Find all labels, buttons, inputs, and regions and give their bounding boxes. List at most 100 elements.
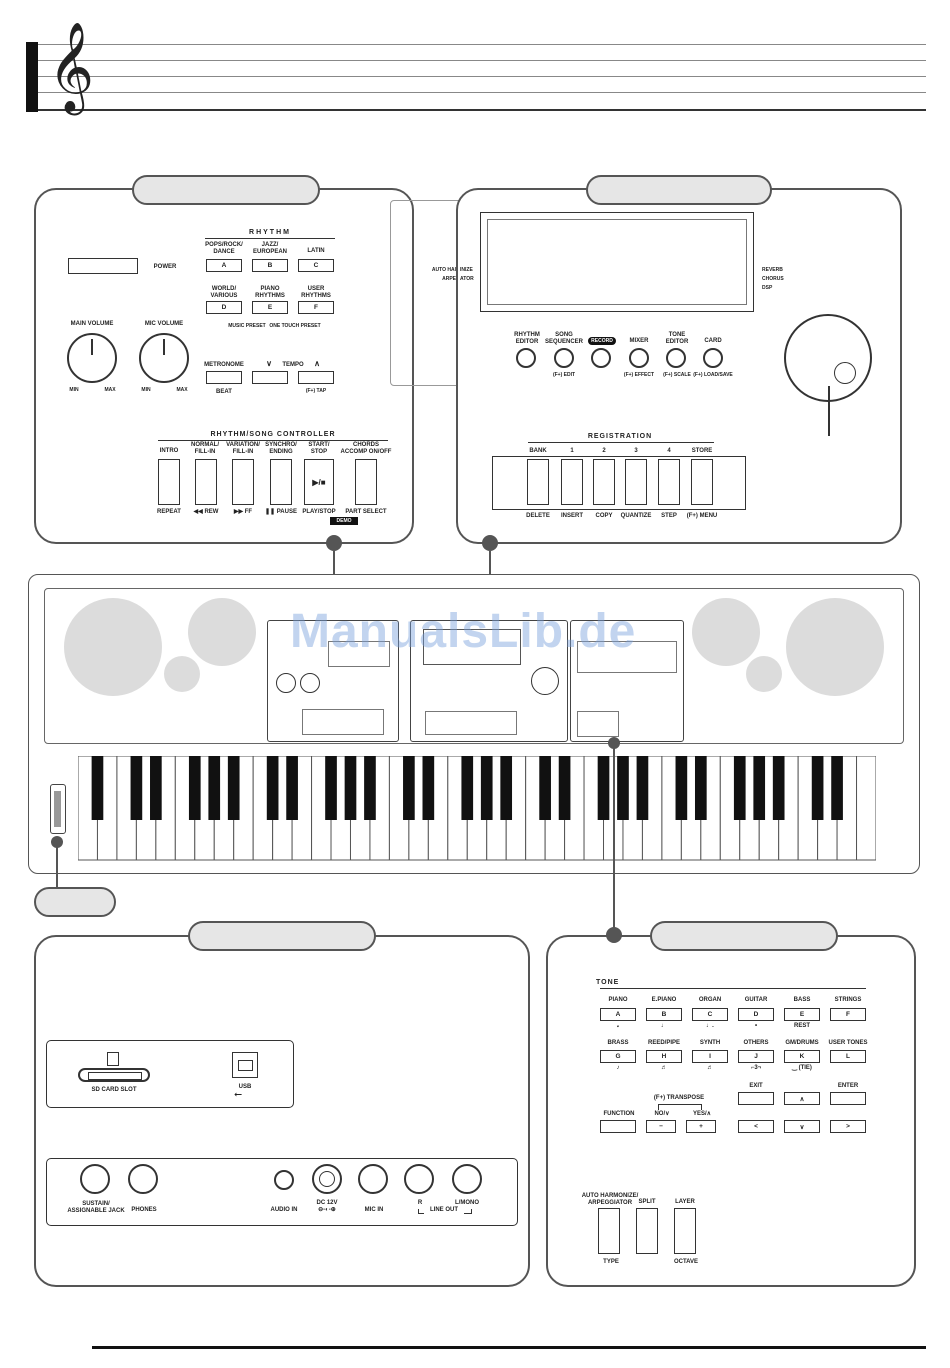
jack-label: MIC IN <box>364 1207 384 1213</box>
no-button[interactable]: − <box>646 1120 676 1133</box>
knob-button-sublabel: (F+) EFFECT <box>623 372 655 378</box>
tone-label: GUITAR <box>744 997 768 1003</box>
watermark: ManualsLib.de <box>290 605 637 658</box>
sustain-jack[interactable] <box>80 1164 110 1194</box>
yes-button[interactable]: + <box>686 1120 716 1133</box>
layer-button[interactable] <box>674 1208 696 1254</box>
black-key <box>364 756 376 820</box>
usb-port[interactable] <box>232 1052 258 1078</box>
metronome-button[interactable] <box>206 371 242 384</box>
bank-button[interactable] <box>527 459 549 505</box>
variation-fill-in-button[interactable] <box>232 459 254 505</box>
tone-g-button[interactable]: G <box>600 1050 636 1063</box>
controller-bottom-label: ▶▶ FF <box>233 509 253 515</box>
audio-in-jack[interactable] <box>274 1170 294 1190</box>
rhythm-editor-button[interactable] <box>516 348 536 368</box>
tone-b-button[interactable]: B <box>646 1008 682 1021</box>
pitch-bend-wheel[interactable] <box>50 784 66 834</box>
knob-button-label: SONG SEQUENCER <box>544 332 583 345</box>
display-left-label-cont: ATOR <box>460 276 474 282</box>
tone-label: GM/DRUMS <box>785 1040 819 1046</box>
lcd-display <box>480 212 754 312</box>
main-volume-knob[interactable] <box>67 333 117 383</box>
footer-rule <box>92 1346 926 1349</box>
dc-12v-jack[interactable] <box>312 1164 342 1194</box>
registration-top-label: 2 <box>602 448 606 454</box>
category-label: PIANO RHYTHMS <box>255 286 285 299</box>
record-button[interactable] <box>591 348 611 368</box>
tone-c-button[interactable]: C <box>692 1008 728 1021</box>
enter-button[interactable] <box>830 1092 866 1105</box>
knob-button-sublabel: (F+) SCALE <box>663 372 691 378</box>
left-button[interactable]: < <box>738 1120 774 1133</box>
start-stop-button[interactable]: ▶/■ <box>304 459 334 505</box>
black-key <box>130 756 143 820</box>
staff-line <box>38 44 926 45</box>
chords-accomp-button[interactable] <box>355 459 377 505</box>
split-button[interactable] <box>636 1208 658 1254</box>
rhythm-header-rule <box>205 238 335 239</box>
category-d-button[interactable]: D <box>206 301 242 314</box>
category-a-button[interactable]: A <box>206 259 242 272</box>
registration-top-label: 3 <box>634 448 638 454</box>
tempo-down-button[interactable] <box>252 371 288 384</box>
tone-i-button[interactable]: I <box>692 1050 728 1063</box>
tone-e-button[interactable]: E <box>784 1008 820 1021</box>
line-out-r-jack[interactable] <box>404 1164 434 1194</box>
registration-2-button[interactable] <box>593 459 615 505</box>
tone-f-button[interactable]: F <box>830 1008 866 1021</box>
speaker-right-large <box>786 598 884 696</box>
normal-fill-in-button[interactable] <box>195 459 217 505</box>
function-label: FUNCTION <box>603 1111 635 1117</box>
mic-in-jack[interactable] <box>358 1164 388 1194</box>
tone-l-button[interactable]: L <box>830 1050 866 1063</box>
mic-volume-knob[interactable] <box>139 333 189 383</box>
category-e-button[interactable]: E <box>252 301 288 314</box>
demo-badge: DEMO <box>330 517 358 525</box>
line-out-l-jack[interactable] <box>452 1164 482 1194</box>
registration-3-button[interactable] <box>625 459 647 505</box>
controller-top-label: CHORDS ACCOMP ON/OFF <box>340 442 392 455</box>
tone-a-button[interactable]: A <box>600 1008 636 1021</box>
exit-button[interactable] <box>738 1092 774 1105</box>
black-key <box>675 756 688 820</box>
power-button[interactable] <box>68 258 138 274</box>
tone-d-button[interactable]: D <box>738 1008 774 1021</box>
mini-display-panel <box>410 620 568 742</box>
controller-bottom-label: PLAY/STOP <box>302 509 336 515</box>
song-sequencer-button[interactable] <box>554 348 574 368</box>
up-button[interactable]: ∧ <box>784 1092 820 1105</box>
tone-h-button[interactable]: H <box>646 1050 682 1063</box>
category-f-button[interactable]: F <box>298 301 334 314</box>
callout-dot <box>482 535 498 551</box>
registration-4-button[interactable] <box>658 459 680 505</box>
mixer-button[interactable] <box>629 348 649 368</box>
category-c-button[interactable]: C <box>298 259 334 272</box>
play-stop-icon: ▶/■ <box>312 477 326 487</box>
sd-card-slot[interactable] <box>78 1068 150 1082</box>
category-b-button[interactable]: B <box>252 259 288 272</box>
music-preset-label: MUSIC PRESET <box>228 323 266 329</box>
registration-1-button[interactable] <box>561 459 583 505</box>
intro-button[interactable] <box>158 459 180 505</box>
function-button[interactable] <box>600 1120 636 1133</box>
tone-j-button[interactable]: J <box>738 1050 774 1063</box>
knob-button-label: TONE EDITOR <box>665 332 689 345</box>
tone-label: OTHERS <box>743 1040 769 1046</box>
phones-jack[interactable] <box>128 1164 158 1194</box>
record-badge: RECORD <box>588 337 616 345</box>
auto-harmonize-button[interactable] <box>598 1208 620 1254</box>
right-button[interactable]: > <box>830 1120 866 1133</box>
tone-label: SYNTH <box>699 1040 721 1046</box>
tone-label: REED/PIPE <box>647 1040 680 1046</box>
category-label: LATIN <box>307 248 325 254</box>
synchro-ending-button[interactable] <box>270 459 292 505</box>
tone-sublabel: ♬ <box>707 1065 713 1071</box>
store-button[interactable] <box>691 459 713 505</box>
black-key <box>286 756 298 820</box>
tone-editor-button[interactable] <box>666 348 686 368</box>
tone-k-button[interactable]: K <box>784 1050 820 1063</box>
card-button[interactable] <box>703 348 723 368</box>
down-button[interactable]: ∨ <box>784 1120 820 1133</box>
tempo-up-button[interactable] <box>298 371 334 384</box>
